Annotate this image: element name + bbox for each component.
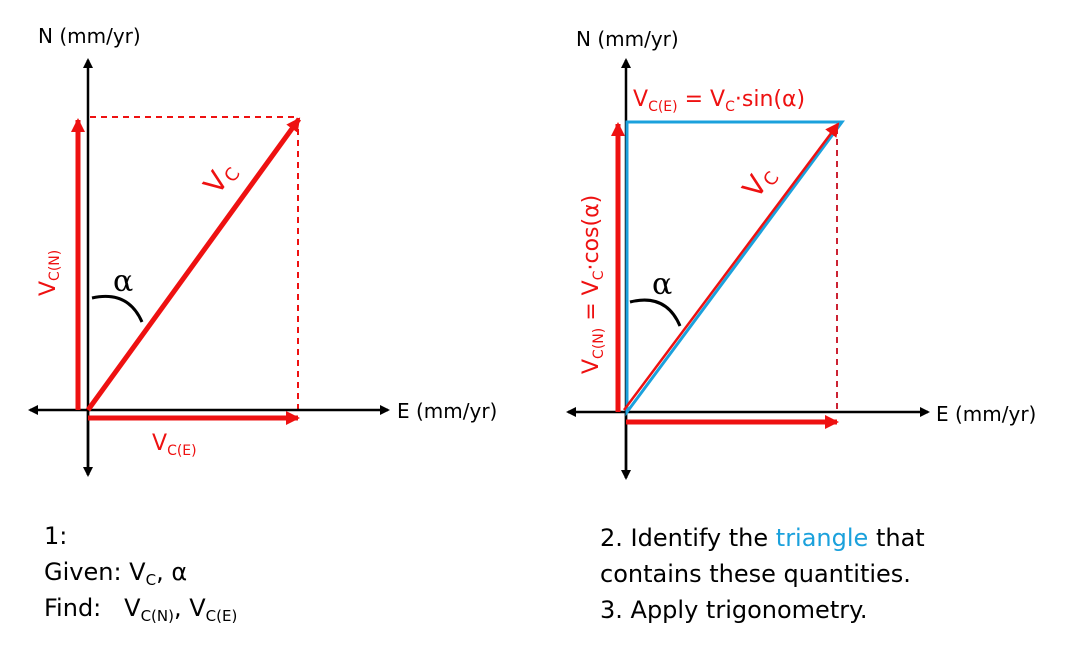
left-vc-label: VC xyxy=(197,155,245,202)
step1-caption: 1: Given: VC, α Find: VC(N), VC(E) xyxy=(44,518,237,626)
left-vc-vector xyxy=(85,117,302,412)
right-e-axis-label: E (mm/yr) xyxy=(936,402,1036,426)
step2-line1: 2. Identify the triangle that xyxy=(600,524,925,552)
step3-line: 3. Apply trigonometry. xyxy=(600,596,868,624)
right-angle-label: α xyxy=(652,267,672,302)
left-n-axis-label: N (mm/yr) xyxy=(38,24,141,48)
triangle-highlight: triangle xyxy=(775,524,869,552)
right-vc-vector xyxy=(622,122,840,411)
left-e-axis-label: E (mm/yr) xyxy=(397,399,497,423)
left-vcn-label: VC(N) xyxy=(36,250,63,296)
right-angle-arc xyxy=(629,298,682,327)
right-n-axis-label: N (mm/yr) xyxy=(576,27,679,51)
step2-line2: contains these quantities. xyxy=(600,560,911,588)
right-vcn-formula: VC(N) = VC·cos(α) xyxy=(579,195,607,374)
step1-given: Given: VC, α xyxy=(44,558,188,589)
left-vce-label: VC(E) xyxy=(152,431,197,459)
right-vce-formula: VC(E) = VC·sin(α) xyxy=(633,87,805,115)
right-panel: α N (mm/yr) E (mm/yr) VC VC(E) = VC·sin(… xyxy=(566,27,1036,480)
steps23-caption: 2. Identify the triangle that contains t… xyxy=(600,520,925,628)
step1-title: 1: xyxy=(44,522,68,550)
left-angle-arc xyxy=(91,294,144,323)
left-panel: α N (mm/yr) E (mm/yr) VC VC(N) VC(E) xyxy=(28,24,497,477)
right-vc-label: VC xyxy=(736,159,784,206)
left-angle-label: α xyxy=(113,264,133,299)
step1-find: Find: VC(N), VC(E) xyxy=(44,594,238,625)
left-dashed-guide xyxy=(90,116,299,410)
right-triangle xyxy=(625,120,845,417)
